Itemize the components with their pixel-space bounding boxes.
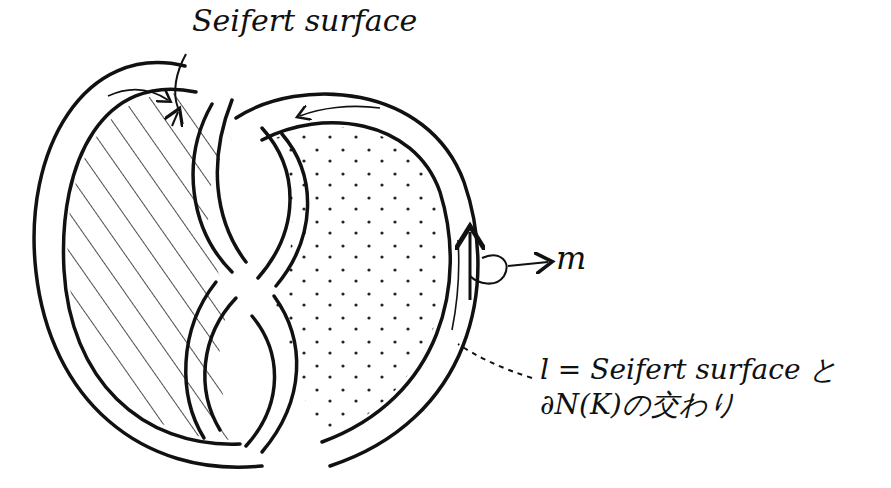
meridian-loop [470,232,548,300]
surface-label: Seifert surface [192,2,417,40]
knot-tube [34,63,478,468]
orientation-arrow [108,90,459,330]
leader-line [172,54,532,378]
meridian-label: m [556,238,586,278]
longitude-label: l = Seifert surface と∂N(K)の交わり [540,352,880,422]
